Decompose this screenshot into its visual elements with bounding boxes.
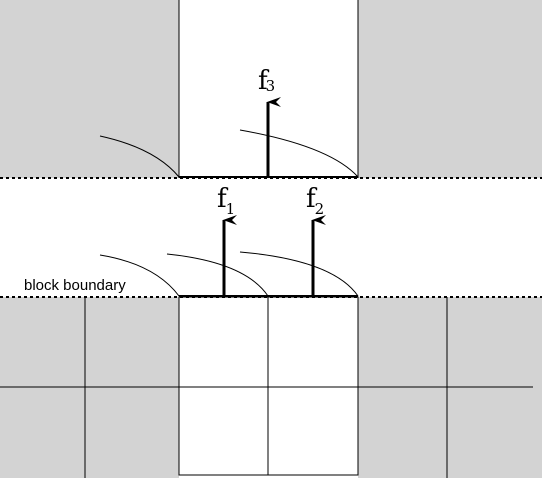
label-f1-sub: 1 [226, 200, 236, 218]
label-f2: f2 [306, 184, 324, 218]
label-f3: f3 [258, 66, 275, 96]
label-f1: f1 [217, 184, 235, 218]
curve-lower-1 [99, 254, 180, 297]
curve-lower-2 [166, 253, 269, 297]
curve-lower-3 [239, 251, 359, 297]
label-f2-sub: 2 [315, 200, 325, 218]
label-f2-base: f [306, 184, 318, 214]
block-boundary-label: block boundary [24, 277, 126, 294]
upper-right-block [358, 0, 542, 178]
label-f3-sub: 3 [266, 77, 276, 95]
curve-upper-right [239, 129, 359, 178]
label-f3-base: f [258, 66, 270, 96]
upper-left-block [0, 0, 179, 178]
curve-upper-left [99, 135, 180, 178]
label-f1-base: f [217, 184, 229, 214]
